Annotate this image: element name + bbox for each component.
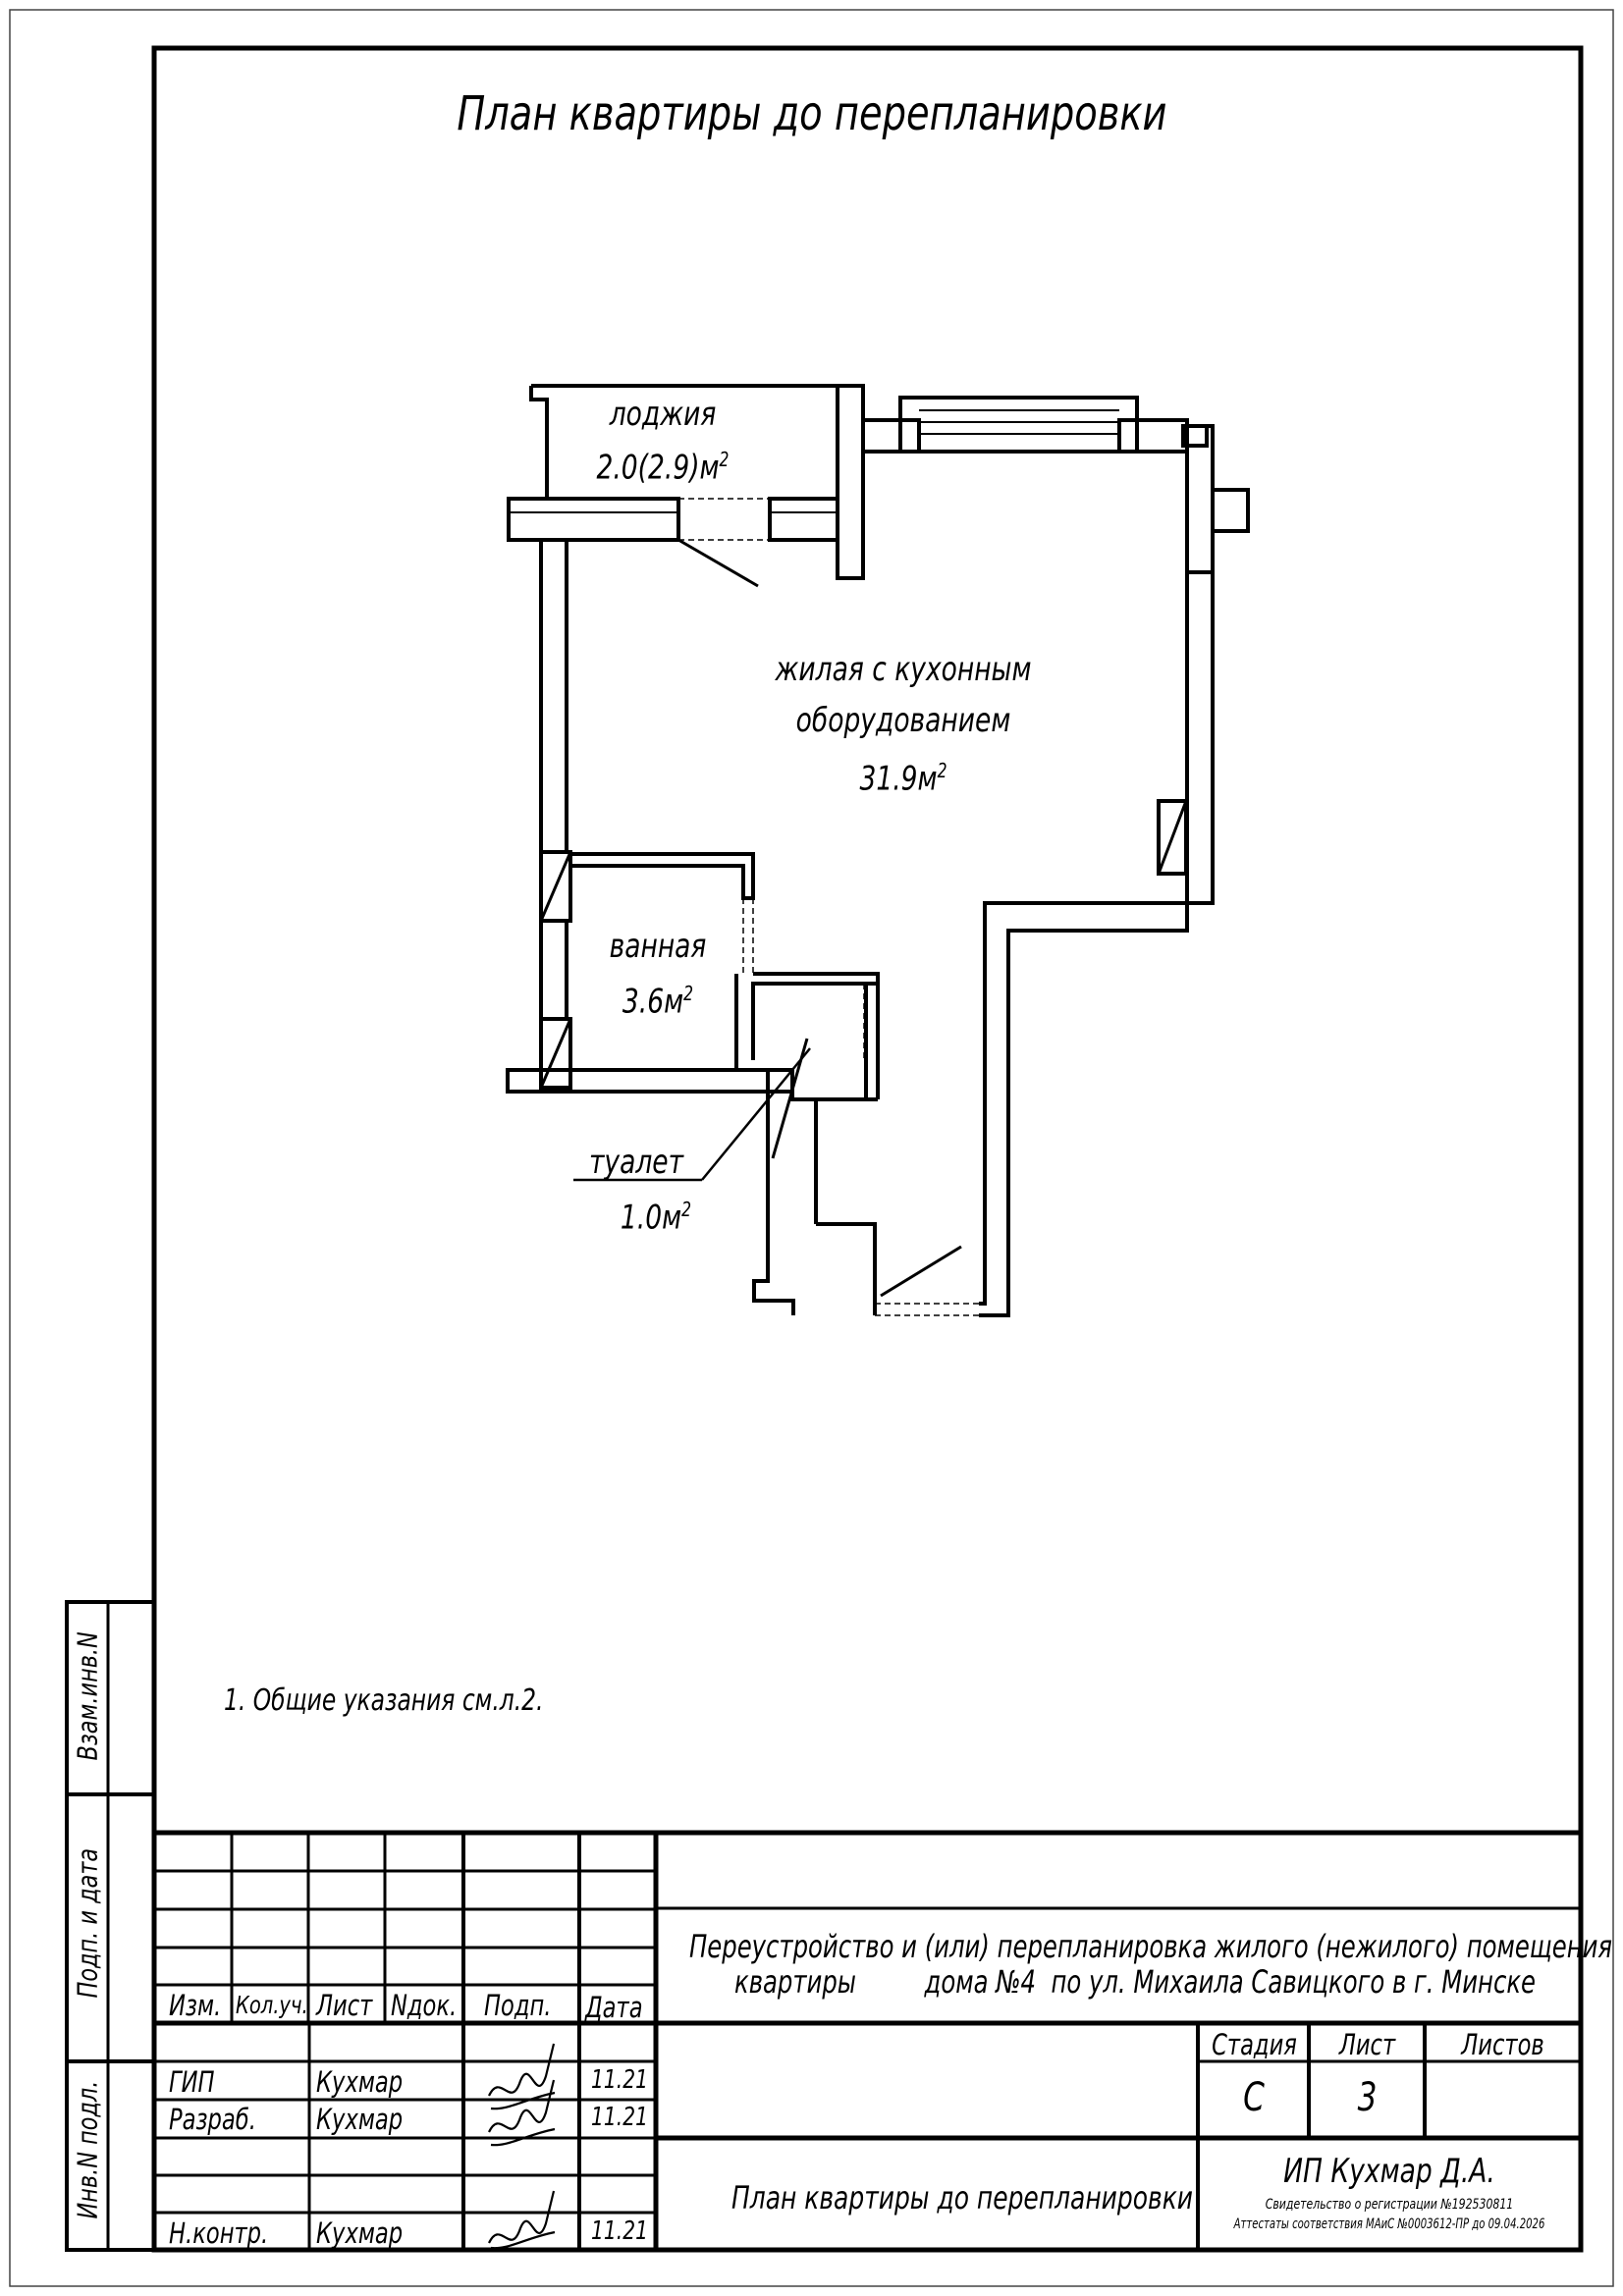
company-name: ИП Кухмар Д.А. xyxy=(1283,2152,1495,2191)
sheet-value: 3 xyxy=(1357,2075,1378,2120)
signatures xyxy=(488,2043,556,2250)
project-line-2: квартиры дома №4 по ул. Михаила Савицког… xyxy=(734,1963,1536,2001)
sheet-header: Лист xyxy=(1338,2028,1396,2061)
sheets-header: Листов xyxy=(1461,2028,1544,2061)
hdr-kol: Кол.уч. xyxy=(236,1991,308,2019)
company-registration: Свидетельство о регистрации №192530811 xyxy=(1265,2197,1514,2213)
hdr-data: Дата xyxy=(585,1991,643,2024)
side-vzam-inv: Взам.инв.N xyxy=(71,1631,104,1761)
bath-name: ванная xyxy=(609,927,707,966)
side-inv-podl: Инв.N подл. xyxy=(71,2080,104,2219)
project-line-1: Переустройство и (или) перепланировка жи… xyxy=(689,1928,1613,1965)
loggia-area: 2.0(2.9)м2 xyxy=(596,448,730,488)
side-podp-data: Подп. и дата xyxy=(71,1847,104,1999)
name-razrab: Кухмар xyxy=(316,2103,404,2136)
loggia-name: лоджия xyxy=(609,395,717,434)
date-nkontr: 11.21 xyxy=(591,2216,649,2246)
general-note: 1. Общие указания см.л.2. xyxy=(224,1683,544,1718)
role-razrab: Разраб. xyxy=(169,2103,256,2136)
stage-header: Стадия xyxy=(1212,2028,1297,2061)
date-gip: 11.21 xyxy=(591,2065,649,2095)
role-gip: ГИП xyxy=(169,2065,215,2099)
sheet-title: План квартиры до перепланировки xyxy=(731,2179,1194,2216)
name-nkontr: Кухмар xyxy=(316,2216,404,2250)
hdr-izm: Изм. xyxy=(169,1989,222,2022)
toilet-area: 1.0м2 xyxy=(620,1198,692,1238)
company-certificate: Аттестаты соответствия МАиС №0003612-ПР … xyxy=(1233,2216,1545,2232)
hdr-podp: Подп. xyxy=(484,1989,552,2022)
stage-value: С xyxy=(1243,2075,1265,2120)
living-room-area: 31.9м2 xyxy=(859,759,947,799)
bath-area: 3.6м2 xyxy=(622,982,694,1022)
floor-plan xyxy=(506,384,1250,1317)
role-nkontr: Н.контр. xyxy=(169,2216,269,2250)
hdr-ndok: Nдок. xyxy=(391,1989,458,2022)
date-razrab: 11.21 xyxy=(591,2103,649,2132)
living-room-name-2: оборудованием xyxy=(795,701,1011,740)
living-room-name-1: жилая с кухонным xyxy=(775,650,1032,689)
drawing-title: План квартиры до перепланировки xyxy=(456,86,1167,141)
name-gip: Кухмар xyxy=(316,2065,404,2099)
hdr-list: Лист xyxy=(316,1989,373,2022)
toilet-name: туалет xyxy=(588,1143,684,1182)
